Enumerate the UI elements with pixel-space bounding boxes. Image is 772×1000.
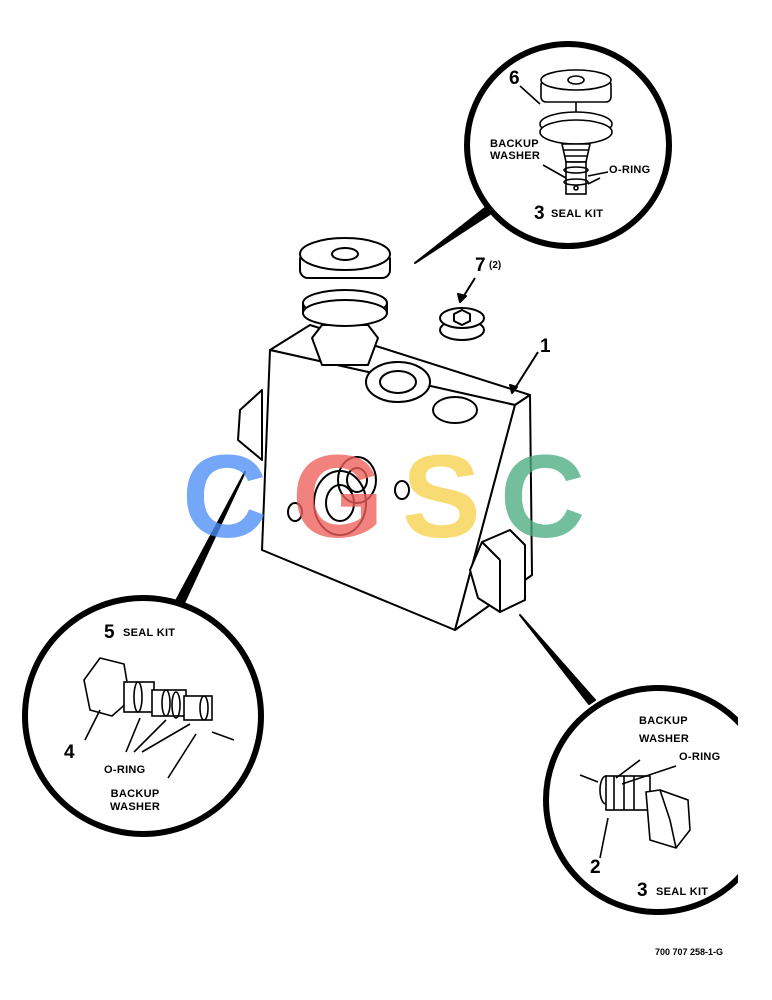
backup-washer-label-left: BACKUP WASHER — [110, 788, 161, 813]
left-cartridge — [83, 657, 235, 779]
seal-kit-number-top: 3 — [534, 203, 545, 224]
top-cartridge — [519, 69, 613, 195]
oring-label-right: O-RING — [679, 751, 721, 763]
right-cartridge — [579, 759, 691, 859]
adjuster-knob — [299, 237, 391, 366]
callout-number-6: 6 — [509, 68, 520, 89]
part-number-1: 1 — [540, 336, 551, 357]
seal-kit-label-top: SEAL KIT — [551, 208, 604, 220]
seal-kit-label-left: SEAL KIT — [123, 627, 176, 639]
part-number-7: 7 — [475, 255, 486, 276]
seal-kit-label-right: SEAL KIT — [656, 886, 709, 898]
seal-kit-number-right: 3 — [637, 880, 648, 901]
oring-label-top: O-RING — [609, 164, 651, 176]
part-number-2: 2 — [590, 857, 601, 878]
plug — [439, 307, 485, 341]
document-number: 700 707 258-1-G — [655, 947, 724, 957]
watermark-letter-c1: C — [182, 431, 268, 563]
part-number-4: 4 — [64, 742, 75, 763]
backup-washer-label-top: BACKUP WASHER — [490, 138, 541, 162]
oring-label-left: O-RING — [104, 764, 146, 776]
watermark-letter-s: S — [402, 431, 481, 563]
cartridge-right — [469, 529, 526, 613]
watermark-letter-c2: C — [500, 431, 586, 563]
watermark-letter-g: G — [292, 431, 384, 563]
seal-kit-number-left: 5 — [104, 622, 115, 643]
plug-quantity: (2) — [489, 260, 502, 271]
backup-washer-label-right: BACKUP WASHER — [639, 715, 690, 745]
